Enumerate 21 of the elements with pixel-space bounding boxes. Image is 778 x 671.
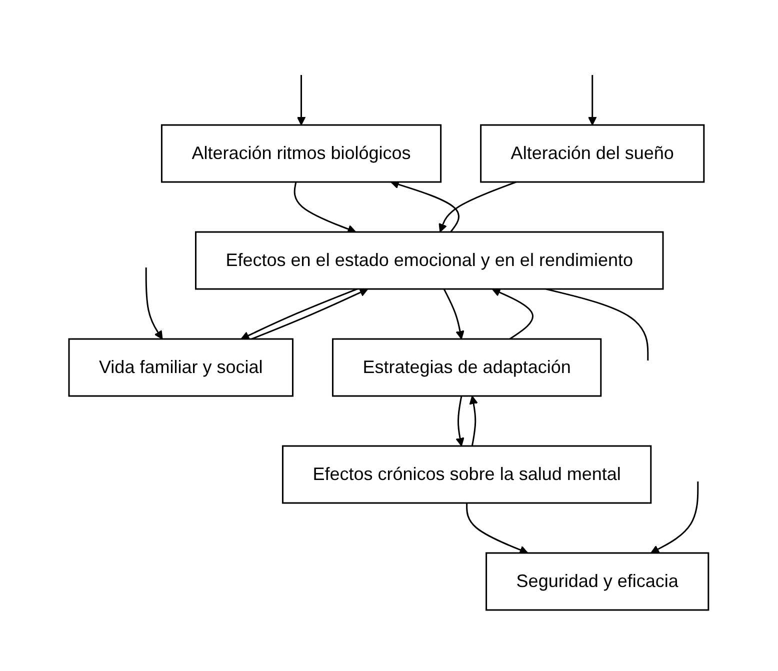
node-box: Estrategias de adaptación [332, 338, 602, 397]
arrow [492, 288, 534, 340]
connector [546, 288, 649, 360]
arrow [252, 288, 369, 340]
arrow [470, 396, 478, 446]
arrow [240, 288, 358, 340]
arrow [588, 75, 598, 126]
arrow [650, 482, 699, 554]
arrow [146, 268, 164, 340]
node-box: Efectos en el estado emocional y en el rendimiento [195, 231, 664, 290]
arrow [444, 288, 465, 340]
arrow [439, 181, 517, 232]
node-box: Alteración del sueño [480, 124, 705, 183]
node-box: Vida familiar y social [68, 338, 294, 397]
arrow [466, 503, 528, 554]
arrow [297, 75, 306, 126]
node-box: Alteración ritmos biológicos [161, 124, 442, 183]
arrow [294, 182, 356, 234]
node-box: Efectos crónicos sobre la salud mental [282, 445, 652, 504]
node-box: Seguridad y eficacia [486, 552, 710, 611]
arrow [456, 396, 465, 446]
